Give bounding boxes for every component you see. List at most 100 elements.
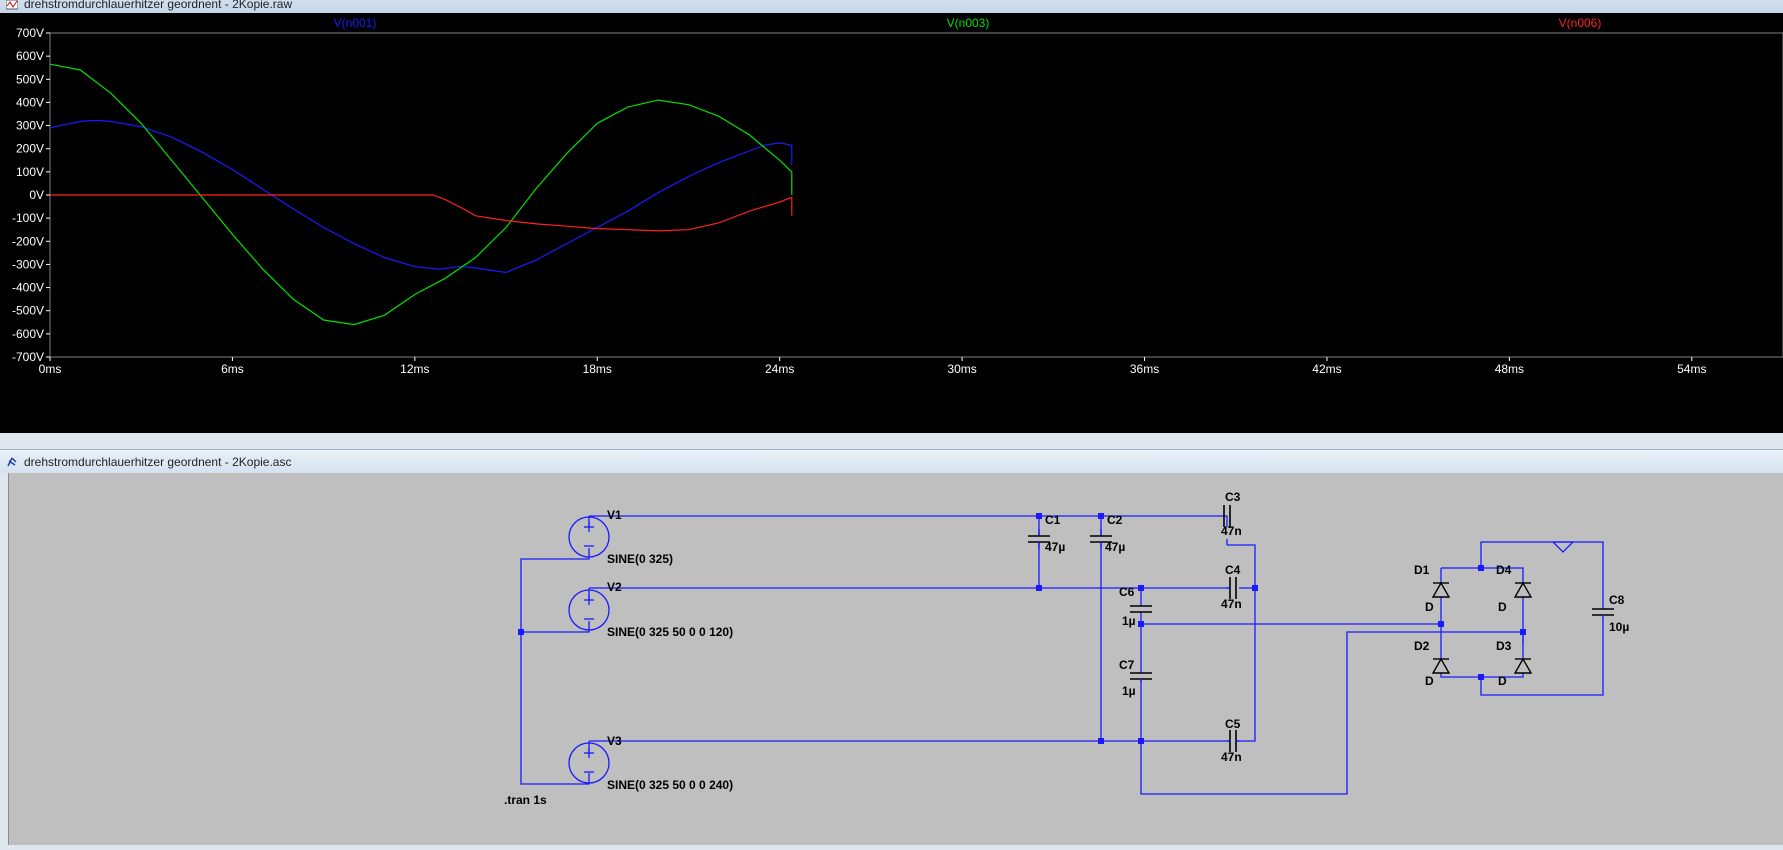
junction-dot (1252, 585, 1258, 591)
wire-neutral[interactable] (520, 548, 590, 785)
component-labels: V1 SINE(0 325) V2 SINE(0 325 50 0 0 120)… (504, 490, 1629, 807)
x-tick-label: 6ms (221, 362, 244, 376)
x-tick-label: 24ms (765, 362, 794, 376)
d3-value[interactable]: D (1498, 674, 1507, 688)
junction-dot (1098, 738, 1104, 744)
wire-bridge-return[interactable] (1140, 631, 1524, 795)
c7-value[interactable]: 1µ (1122, 684, 1136, 698)
junction-dot (1036, 585, 1042, 591)
net-flag-icon[interactable] (1551, 541, 1575, 553)
v2-value[interactable]: SINE(0 325 50 0 0 120) (607, 625, 733, 639)
c6-ref[interactable]: C6 (1119, 585, 1135, 599)
schematic-window-titlebar[interactable]: drehstromdurchlauerhitzer geordnent - 2K… (0, 449, 1783, 473)
c7-ref[interactable]: C7 (1119, 658, 1135, 672)
diode-d4[interactable] (1513, 581, 1533, 598)
d1-value[interactable]: D (1425, 600, 1434, 614)
y-tick-label: 100V (16, 165, 44, 179)
legend-vn001[interactable]: V(n001) (334, 16, 377, 30)
c2-ref[interactable]: C2 (1107, 513, 1123, 527)
c4-ref[interactable]: C4 (1225, 563, 1241, 577)
series-line-vn001[interactable] (49, 119, 793, 274)
c6-value[interactable]: 1µ (1122, 614, 1136, 628)
c8-ref[interactable]: C8 (1609, 593, 1625, 607)
y-tick-label: -600V (12, 327, 44, 341)
c5-ref[interactable]: C5 (1225, 717, 1241, 731)
y-tick-label: 0V (29, 188, 44, 202)
y-tick-label: 600V (16, 49, 44, 63)
diode-d1[interactable] (1431, 581, 1451, 598)
junction-dot (1138, 585, 1144, 591)
junction-dot (1478, 674, 1484, 680)
y-tick-label: -100V (12, 211, 44, 225)
schematic-window-title: drehstromdurchlauerhitzer geordnent - 2K… (24, 454, 292, 469)
wire-bridge-c8-bottom[interactable] (1480, 617, 1604, 696)
junction-dot (1098, 513, 1104, 519)
legend-vn003[interactable]: V(n003) (947, 16, 990, 30)
c8-value[interactable]: 10µ (1609, 620, 1629, 634)
schematic-canvas[interactable]: V1 SINE(0 325) V2 SINE(0 325 50 0 0 120)… (8, 473, 1783, 845)
y-tick-label: 200V (16, 142, 44, 156)
waveform-icon (5, 0, 19, 10)
c3-value[interactable]: 47n (1221, 524, 1242, 538)
c5-value[interactable]: 47n (1221, 750, 1242, 764)
capacitor-c7[interactable] (1130, 672, 1152, 682)
capacitors (1028, 505, 1614, 752)
v3-ref[interactable]: V3 (607, 734, 622, 748)
wire-bridge-c8-top[interactable] (1480, 541, 1604, 609)
schematic-drawing[interactable]: V1 SINE(0 325) V2 SINE(0 325 50 0 0 120)… (9, 473, 1783, 845)
capacitor-c2[interactable] (1090, 529, 1112, 549)
diode-d2[interactable] (1431, 657, 1451, 674)
d4-ref[interactable]: D4 (1496, 563, 1512, 577)
v3-value[interactable]: SINE(0 325 50 0 0 240) (607, 778, 733, 792)
capacitor-c8[interactable] (1592, 608, 1614, 617)
c1-ref[interactable]: C1 (1045, 513, 1061, 527)
series-line-vn003[interactable] (49, 63, 793, 326)
junction-dot (1138, 621, 1144, 627)
junctions (518, 513, 1526, 744)
d1-ref[interactable]: D1 (1414, 563, 1430, 577)
x-tick-label: 36ms (1130, 362, 1159, 376)
voltage-source-v2[interactable] (568, 589, 610, 631)
capacitor-c1[interactable] (1028, 529, 1050, 549)
c1-value[interactable]: 47µ (1045, 540, 1065, 554)
series-line-vn006[interactable] (50, 194, 793, 232)
voltage-sources (568, 516, 610, 784)
junction-dot (1438, 621, 1444, 627)
wire-v1-net[interactable] (589, 515, 1040, 529)
capacitor-c3[interactable] (1223, 505, 1231, 527)
wires (520, 515, 1604, 795)
capacitor-c5[interactable] (1227, 730, 1239, 752)
wire-neutral-v2[interactable] (521, 621, 590, 633)
spice-directive[interactable]: .tran 1s (504, 793, 547, 807)
v2-ref[interactable]: V2 (607, 580, 622, 594)
c2-value[interactable]: 47µ (1105, 540, 1125, 554)
wire-v1-c3[interactable] (1101, 515, 1228, 527)
d2-value[interactable]: D (1425, 674, 1434, 688)
voltage-source-v1[interactable] (568, 516, 610, 558)
v1-ref[interactable]: V1 (607, 508, 622, 522)
waveform-window-titlebar[interactable]: drehstromdurchlauerhitzer geordnent - 2K… (0, 0, 1783, 13)
capacitor-c4[interactable] (1227, 577, 1237, 599)
legend-vn006[interactable]: V(n006) (1559, 16, 1602, 30)
y-tick-label: -300V (12, 257, 44, 271)
junction-dot (1138, 738, 1144, 744)
y-tick-label: -200V (12, 234, 44, 248)
x-tick-label: 12ms (400, 362, 429, 376)
d3-ref[interactable]: D3 (1496, 639, 1512, 653)
y-tick-label: 400V (16, 95, 44, 109)
waveform-chart[interactable]: 700V600V500V400V300V200V100V0V-100V-200V… (0, 13, 1783, 433)
diodes (1431, 581, 1533, 674)
d4-value[interactable]: D (1498, 600, 1507, 614)
v1-value[interactable]: SINE(0 325) (607, 552, 673, 566)
d2-ref[interactable]: D2 (1414, 639, 1430, 653)
y-tick-label: -700V (12, 350, 44, 364)
capacitor-c6[interactable] (1130, 605, 1152, 613)
c3-ref[interactable]: C3 (1225, 490, 1241, 504)
wire-right-bus[interactable] (1227, 544, 1256, 742)
junction-dot (518, 629, 524, 635)
wire-bridge-top[interactable] (1441, 567, 1524, 583)
voltage-source-v3[interactable] (568, 742, 610, 784)
diode-d3[interactable] (1513, 657, 1533, 674)
c4-value[interactable]: 47n (1221, 597, 1242, 611)
